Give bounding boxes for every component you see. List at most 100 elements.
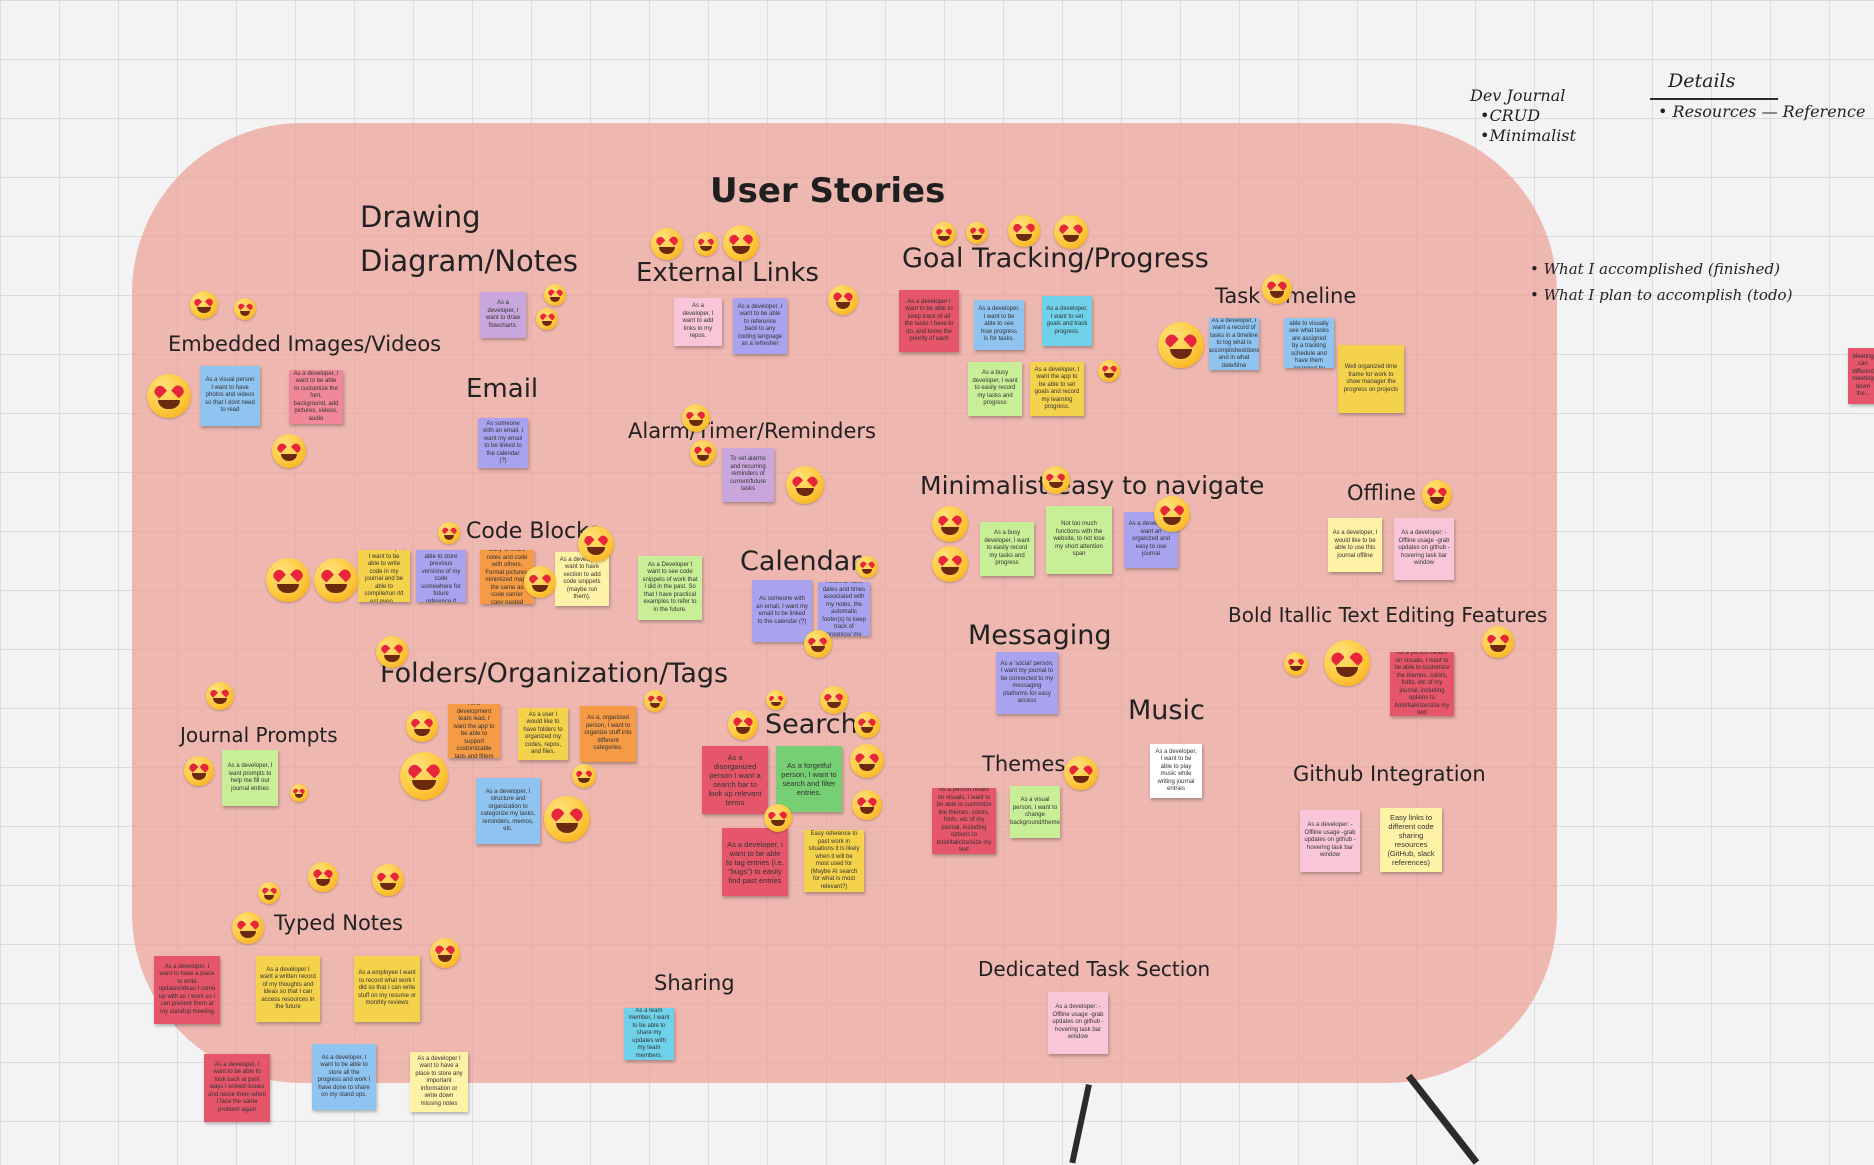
sticky-note[interactable]: As a, organized person, I want to organi… bbox=[580, 706, 636, 762]
sticky-note[interactable]: As a development team lead, I want the a… bbox=[448, 704, 500, 758]
heart-eyes-emoji-icon[interactable] bbox=[258, 882, 280, 904]
heart-eyes-emoji-icon[interactable] bbox=[644, 690, 666, 712]
heart-eyes-emoji-icon[interactable] bbox=[272, 434, 306, 468]
sticky-note[interactable]: As a developer, I want to be able to vis… bbox=[1284, 318, 1334, 368]
heart-eyes-emoji-icon[interactable] bbox=[266, 558, 310, 602]
sticky-note[interactable]: As a busy developer, I want to easily re… bbox=[968, 362, 1022, 416]
sticky-note[interactable]: As a person reliant on visuals, I want t… bbox=[932, 788, 996, 854]
heart-eyes-emoji-icon[interactable] bbox=[1324, 640, 1370, 686]
heart-eyes-emoji-icon[interactable] bbox=[764, 804, 792, 832]
heart-eyes-emoji-icon[interactable] bbox=[190, 291, 218, 319]
heart-eyes-emoji-icon[interactable] bbox=[682, 404, 710, 432]
heart-eyes-emoji-icon[interactable] bbox=[290, 784, 308, 802]
sticky-note[interactable]: As a developer I want to be able to keep… bbox=[899, 290, 959, 352]
heart-eyes-emoji-icon[interactable] bbox=[376, 636, 408, 668]
sticky-note[interactable]: As a person reliant on visuals, I want t… bbox=[1390, 652, 1454, 716]
heart-eyes-emoji-icon[interactable] bbox=[1158, 322, 1204, 368]
heart-eyes-emoji-icon[interactable] bbox=[690, 440, 716, 466]
heart-eyes-emoji-icon[interactable] bbox=[1154, 496, 1190, 532]
sticky-note[interactable]: As a developer, I want to be able to tag… bbox=[722, 828, 788, 896]
heart-eyes-emoji-icon[interactable] bbox=[1284, 652, 1308, 676]
heart-eyes-emoji-icon[interactable] bbox=[854, 712, 880, 738]
sticky-note[interactable]: As a developer, I want to be able to see… bbox=[974, 300, 1024, 350]
heart-eyes-emoji-icon[interactable] bbox=[694, 232, 718, 256]
heart-eyes-emoji-icon[interactable] bbox=[1042, 466, 1070, 494]
heart-eyes-emoji-icon[interactable] bbox=[147, 374, 191, 418]
heart-eyes-emoji-icon[interactable] bbox=[544, 284, 566, 306]
sticky-note[interactable]: As a 'social' person, I want my journal … bbox=[996, 652, 1058, 714]
sticky-note[interactable]: Easy links to different code sharing res… bbox=[1380, 808, 1442, 872]
heart-eyes-emoji-icon[interactable] bbox=[1054, 215, 1088, 249]
heart-eyes-emoji-icon[interactable] bbox=[544, 796, 590, 842]
sticky-note[interactable]: As a user I would like to have folders t… bbox=[518, 708, 568, 760]
heart-eyes-emoji-icon[interactable] bbox=[856, 556, 878, 578]
sticky-note[interactable]: As a visual person I want to have photos… bbox=[200, 366, 260, 426]
sticky-note[interactable]: Meeting can different meeting down the..… bbox=[1848, 348, 1874, 404]
sticky-note[interactable]: As a developer, I want to draw flowchart… bbox=[480, 292, 526, 338]
heart-eyes-emoji-icon[interactable] bbox=[430, 938, 460, 968]
heart-eyes-emoji-icon[interactable] bbox=[804, 630, 832, 658]
sticky-note[interactable]: As a developer, I structure and organiza… bbox=[476, 778, 540, 844]
heart-eyes-emoji-icon[interactable] bbox=[1064, 756, 1098, 790]
sticky-note[interactable]: As a employee I want to record what work… bbox=[354, 956, 420, 1022]
heart-eyes-emoji-icon[interactable] bbox=[1262, 274, 1292, 304]
heart-eyes-emoji-icon[interactable] bbox=[852, 790, 882, 820]
sticky-note[interactable]: As a developer: - Offline usage -grab up… bbox=[1300, 810, 1360, 872]
sticky-note[interactable]: Not too much functions with the website,… bbox=[1046, 506, 1112, 574]
sticky-note[interactable]: As a developer, I want to be able to sto… bbox=[312, 1044, 376, 1110]
sticky-note[interactable]: As a developer, I want to be able to cus… bbox=[289, 370, 343, 424]
sticky-note[interactable]: Well organized time frame for work to sh… bbox=[1338, 345, 1404, 413]
sticky-note[interactable]: As a developer, I want to be able to loo… bbox=[204, 1054, 270, 1122]
sticky-note[interactable]: As a visual person, I want to change bac… bbox=[1010, 786, 1060, 838]
sticky-note[interactable]: As a developer: - Offline usage -grab up… bbox=[1048, 992, 1108, 1054]
sticky-note[interactable]: As a developer, I want to be able to ref… bbox=[733, 298, 787, 354]
heart-eyes-emoji-icon[interactable] bbox=[786, 466, 824, 504]
heart-eyes-emoji-icon[interactable] bbox=[766, 690, 786, 710]
heart-eyes-emoji-icon[interactable] bbox=[723, 225, 759, 261]
sticky-note[interactable]: As a Developer I want to see code snippe… bbox=[638, 556, 702, 620]
sticky-note[interactable]: As a team member, I want to be able to s… bbox=[624, 1008, 674, 1060]
heart-eyes-emoji-icon[interactable] bbox=[314, 558, 358, 602]
heart-eyes-emoji-icon[interactable] bbox=[400, 752, 448, 800]
sticky-note[interactable]: As a developer, I want to set goals and … bbox=[1042, 296, 1092, 346]
heart-eyes-emoji-icon[interactable] bbox=[406, 710, 438, 742]
sticky-note[interactable]: As someone with an email, I want my emai… bbox=[752, 580, 812, 642]
heart-eyes-emoji-icon[interactable] bbox=[850, 744, 884, 778]
sticky-note[interactable]: As a developer, I want to be able to wri… bbox=[358, 550, 410, 602]
heart-eyes-emoji-icon[interactable] bbox=[524, 566, 556, 598]
heart-eyes-emoji-icon[interactable] bbox=[1482, 626, 1514, 658]
heart-eyes-emoji-icon[interactable] bbox=[308, 862, 338, 892]
sticky-note[interactable]: As a developer, I want a record of tasks… bbox=[1209, 318, 1259, 370]
heart-eyes-emoji-icon[interactable] bbox=[728, 710, 758, 740]
sticky-note[interactable]: To set alarms and recurring reminders of… bbox=[722, 448, 774, 502]
heart-eyes-emoji-icon[interactable] bbox=[372, 864, 404, 896]
heart-eyes-emoji-icon[interactable] bbox=[1008, 215, 1040, 247]
sticky-note[interactable]: As a disorganized person I want a search… bbox=[702, 746, 768, 814]
heart-eyes-emoji-icon[interactable] bbox=[232, 912, 264, 944]
heart-eyes-emoji-icon[interactable] bbox=[1098, 360, 1120, 382]
sticky-note[interactable]: As a developer I want to have a place to… bbox=[410, 1052, 468, 1112]
sticky-note[interactable]: As a developer I want a written record o… bbox=[256, 956, 320, 1022]
heart-eyes-emoji-icon[interactable] bbox=[578, 526, 614, 562]
sticky-note[interactable]: As a developer: - Offline usage -grab up… bbox=[1394, 518, 1454, 580]
heart-eyes-emoji-icon[interactable] bbox=[932, 546, 968, 582]
heart-eyes-emoji-icon[interactable] bbox=[234, 298, 256, 320]
sticky-note[interactable]: As a developer, I want to have dates and… bbox=[818, 582, 870, 636]
heart-eyes-emoji-icon[interactable] bbox=[932, 222, 956, 246]
heart-eyes-emoji-icon[interactable] bbox=[206, 682, 234, 710]
heart-eyes-emoji-icon[interactable] bbox=[536, 308, 558, 330]
heart-eyes-emoji-icon[interactable] bbox=[438, 522, 460, 544]
sticky-note[interactable]: As a developer, I want to be able to sto… bbox=[416, 550, 466, 602]
sticky-note[interactable]: As a busy developer, I want to easily re… bbox=[980, 522, 1034, 576]
sticky-note[interactable]: As a developer, I want to be able to pla… bbox=[1150, 744, 1202, 798]
sticky-note[interactable]: As someone with an email, I want my emai… bbox=[478, 418, 528, 468]
heart-eyes-emoji-icon[interactable] bbox=[572, 764, 596, 788]
heart-eyes-emoji-icon[interactable] bbox=[966, 222, 988, 244]
sticky-note[interactable]: As a developer, I want the app to be abl… bbox=[1030, 362, 1084, 416]
sticky-note[interactable]: As a developer, I want to have a place t… bbox=[154, 956, 220, 1024]
sticky-note[interactable]: Easy reference to past work in situation… bbox=[804, 830, 864, 892]
heart-eyes-emoji-icon[interactable] bbox=[932, 506, 968, 542]
sticky-note[interactable]: As a forgetful person, I want to search … bbox=[776, 746, 842, 812]
heart-eyes-emoji-icon[interactable] bbox=[820, 686, 848, 714]
heart-eyes-emoji-icon[interactable] bbox=[651, 228, 683, 260]
